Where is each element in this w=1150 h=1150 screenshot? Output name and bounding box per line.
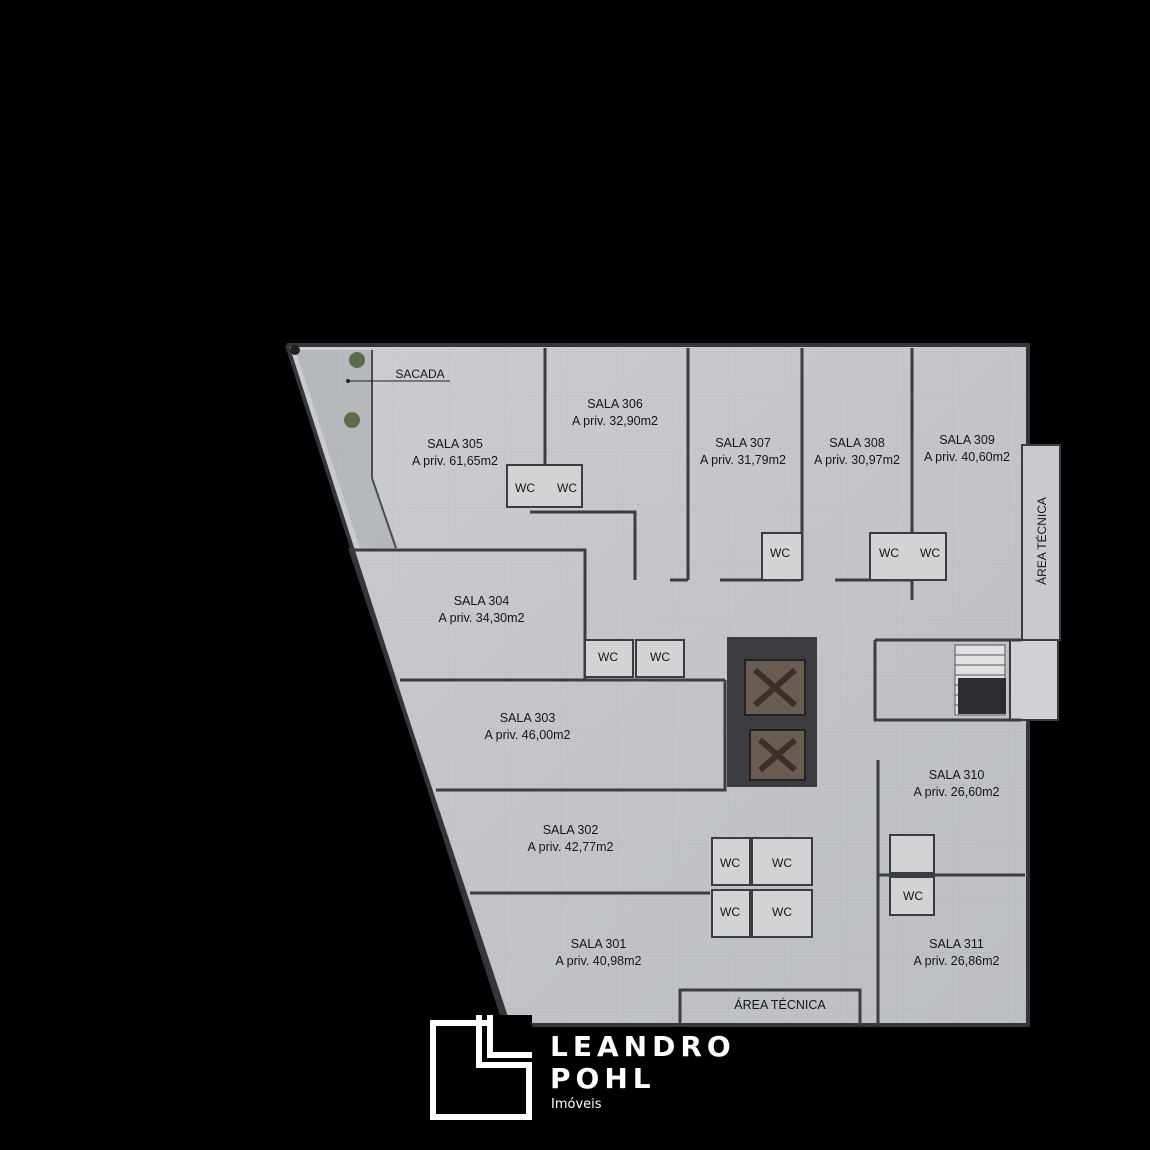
wc-label: WC [650,650,670,664]
room-name: SALA 303 [499,711,556,725]
room-name: SALA 302 [542,823,599,837]
room-area: A priv. 30,97m2 [814,453,900,467]
room-label-311: SALA 311 A priv. 26,86m2 [899,936,1014,970]
room-label-309: SALA 309 A priv. 40,60m2 [912,432,1022,466]
room-label-301: SALA 301 A priv. 40,98m2 [541,936,656,970]
wc-label: WC [720,905,740,919]
room-label-306: SALA 306 A priv. 32,90m2 [560,396,670,430]
room-area: A priv. 40,98m2 [555,954,642,968]
stair-annex [1009,639,1059,721]
interior-walls [350,348,1025,1025]
room-name: SALA 301 [570,937,627,951]
room-label-308: SALA 308 A priv. 30,97m2 [802,435,912,469]
wc-label: WC [515,481,535,495]
wc-label: WC [903,889,923,903]
area-tecnica-bottom-label: ÁREA TÉCNICA [734,998,826,1012]
room-name: SALA 308 [829,436,885,450]
wc-label: WC [772,856,792,870]
room-area: A priv. 26,60m2 [913,785,1000,799]
room-label-310: SALA 310 A priv. 26,60m2 [899,767,1014,801]
area-tecnica-side-label: ÁREA TÉCNICA [1035,497,1049,585]
brand-logo-mark [430,1015,532,1120]
wc-label: WC [557,481,577,495]
room-area: A priv. 46,00m2 [484,728,571,742]
wc-label: WC [720,856,740,870]
room-name: SALA 309 [939,433,995,447]
room-name: SALA 311 [929,937,984,951]
room-name: SALA 305 [427,437,483,451]
brand-tagline: Imóveis [551,1097,602,1112]
room-label-302: SALA 302 A priv. 42,77m2 [513,822,628,856]
brand-name-line1: LEANDRO [550,1030,736,1063]
sacada-label: SACADA [395,367,445,381]
room-name: SALA 307 [715,436,771,450]
room-label-307: SALA 307 A priv. 31,79m2 [688,435,798,469]
wc-label: WC [920,546,940,560]
room-label-304: SALA 304 A priv. 34,30m2 [424,593,539,627]
room-area: A priv. 26,86m2 [913,954,1000,968]
room-area: A priv. 32,90m2 [572,414,658,428]
room-label-303: SALA 303 A priv. 46,00m2 [470,710,585,744]
room-name: SALA 306 [587,397,643,411]
plant-icon [349,352,365,368]
room-area: A priv. 61,65m2 [412,454,498,468]
wc-label: WC [770,546,790,560]
room-area: A priv. 34,30m2 [438,611,525,625]
room-area: A priv. 40,60m2 [924,450,1010,464]
brand-name-line2: POHL [550,1062,656,1095]
sacada-strip [295,350,396,548]
room-area: A priv. 31,79m2 [700,453,786,467]
area-tecnica-annex [1021,444,1061,641]
wc-label: WC [879,546,899,560]
room-label-305: SALA 305 A priv. 61,65m2 [400,436,510,470]
wc-blocks [506,464,947,938]
plant-icon [344,412,360,428]
room-area: A priv. 42,77m2 [527,840,614,854]
wc-label: WC [772,905,792,919]
room-name: SALA 310 [928,768,985,782]
wc-label: WC [598,650,618,664]
room-name: SALA 304 [453,594,510,608]
